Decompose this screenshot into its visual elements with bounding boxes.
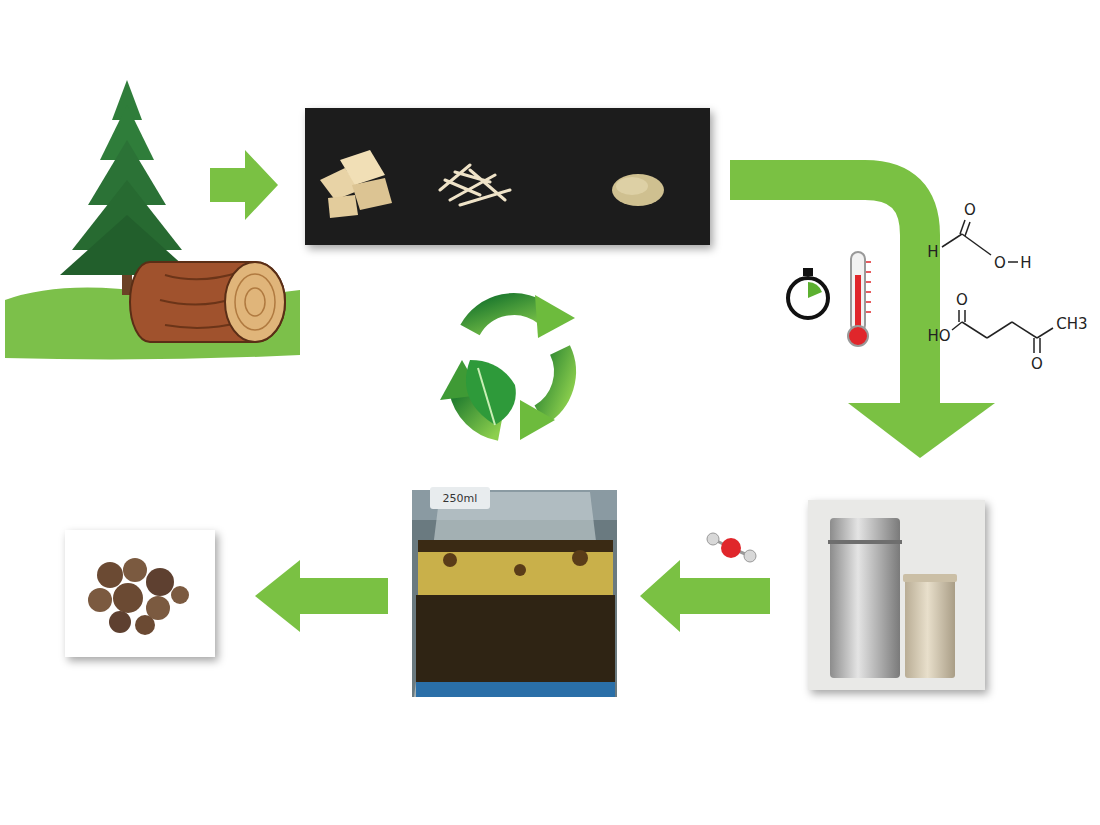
levulinic-acid-bonds [952, 310, 1053, 353]
tree-log-drawing [5, 80, 300, 359]
atom-label: O [964, 203, 976, 218]
time-temperature-icons [788, 252, 871, 346]
atom-label: H [927, 245, 938, 260]
atom-label: CH3 [1056, 317, 1087, 332]
product-photo [65, 530, 215, 657]
atom-label: O [994, 256, 1006, 271]
atom-label: H [1020, 256, 1031, 271]
reactor-photo [808, 500, 985, 690]
formic-acid-bonds [942, 220, 1018, 262]
flow-arrow [255, 560, 388, 632]
atom-label: O [1031, 357, 1043, 372]
atom-label: O [956, 293, 968, 308]
flask-volume-mark: 250ml [443, 493, 478, 504]
water-molecule [707, 533, 756, 562]
atom-label: HO [927, 329, 950, 344]
recycle-symbol [440, 295, 575, 440]
wood-samples-photo [305, 108, 710, 245]
flask-photo [412, 487, 617, 697]
process-arrow [730, 180, 995, 458]
flow-arrow [640, 560, 770, 632]
flow-arrow [210, 150, 278, 220]
